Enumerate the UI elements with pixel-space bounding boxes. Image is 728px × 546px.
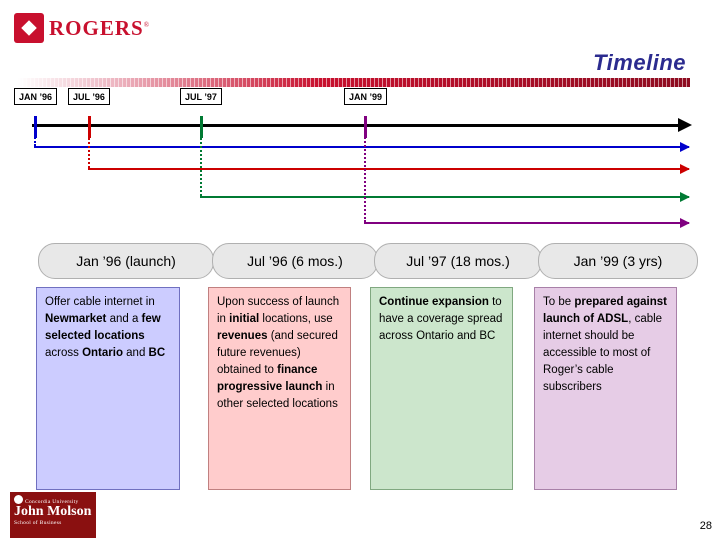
branch-line-jul-96	[88, 168, 689, 170]
phase-content-row: Offer cable internet in Newmarket and a …	[36, 287, 696, 492]
branch-arrow-jan-99	[364, 218, 690, 228]
branch-arrowhead-jul-96	[680, 164, 690, 174]
branch-line-jan-96	[34, 146, 689, 148]
phase-box-4: To be prepared against launch of ADSL, c…	[534, 287, 677, 490]
tick-jul-97	[200, 116, 203, 138]
drop-line-jul-96	[88, 134, 90, 168]
tick-jul-96	[88, 116, 91, 138]
branch-arrow-jan-96	[34, 142, 690, 152]
branch-arrow-jul-96	[88, 164, 690, 174]
date-label-jan-96: JAN ’96	[14, 88, 58, 105]
phase-banner-2: Jul ’96 (6 mos.)	[212, 243, 378, 279]
rogers-wordmark: ROGERS®	[49, 15, 151, 40]
drop-line-jul-97	[200, 134, 202, 196]
drop-line-jan-96	[34, 134, 36, 146]
tick-jan-99	[364, 116, 367, 138]
gradient-divider-bar	[18, 78, 690, 87]
phase-box-1: Offer cable internet in Newmarket and a …	[36, 287, 180, 490]
branch-line-jul-97	[200, 196, 689, 198]
jmsb-line-1-text: Concordia University	[25, 499, 79, 505]
jmsb-line-2: John Molson	[14, 504, 92, 519]
timeline-axis-line	[32, 124, 678, 127]
drop-line-jan-99	[364, 134, 366, 222]
jmsb-crest-icon	[14, 495, 23, 504]
phase-banner-row: Jan ’96 (launch) Jul ’96 (6 mos.) Jul ’9…	[26, 243, 698, 279]
tick-jan-96	[34, 116, 37, 138]
timeline-main-axis	[32, 118, 692, 132]
branch-line-jan-99	[364, 222, 689, 224]
john-molson-logo: Concordia University John Molson School …	[10, 492, 96, 538]
trademark-icon: ®	[143, 20, 151, 29]
rogers-diamond-icon	[14, 13, 44, 43]
jmsb-line-1: Concordia University	[14, 495, 92, 505]
branch-arrowhead-jul-97	[680, 192, 690, 202]
phase-box-2: Upon success of launch in initial locati…	[208, 287, 351, 490]
gradient-bar-hatch	[18, 78, 690, 87]
date-label-jul-97: JUL ’97	[180, 88, 222, 105]
timeline-axis-arrowhead	[678, 118, 692, 132]
phase-box-3: Continue expansion to have a coverage sp…	[370, 287, 513, 490]
branch-arrowhead-jan-99	[680, 218, 690, 228]
jmsb-line-3: School of Business	[14, 519, 62, 526]
date-label-jul-96: JUL ’96	[68, 88, 110, 105]
page-title: Timeline	[593, 50, 686, 75]
phase-banner-1: Jan ’96 (launch)	[38, 243, 214, 279]
date-label-jan-99: JAN ’99	[344, 88, 388, 105]
page-number: 28	[699, 520, 712, 532]
branch-arrowhead-jan-96	[680, 142, 690, 152]
branch-arrow-jul-97	[200, 192, 690, 202]
phase-banner-3: Jul ’97 (18 mos.)	[374, 243, 542, 279]
rogers-wordmark-text: ROGERS	[49, 15, 144, 40]
rogers-logo: ROGERS®	[14, 13, 149, 43]
phase-banner-4: Jan ’99 (3 yrs)	[538, 243, 698, 279]
